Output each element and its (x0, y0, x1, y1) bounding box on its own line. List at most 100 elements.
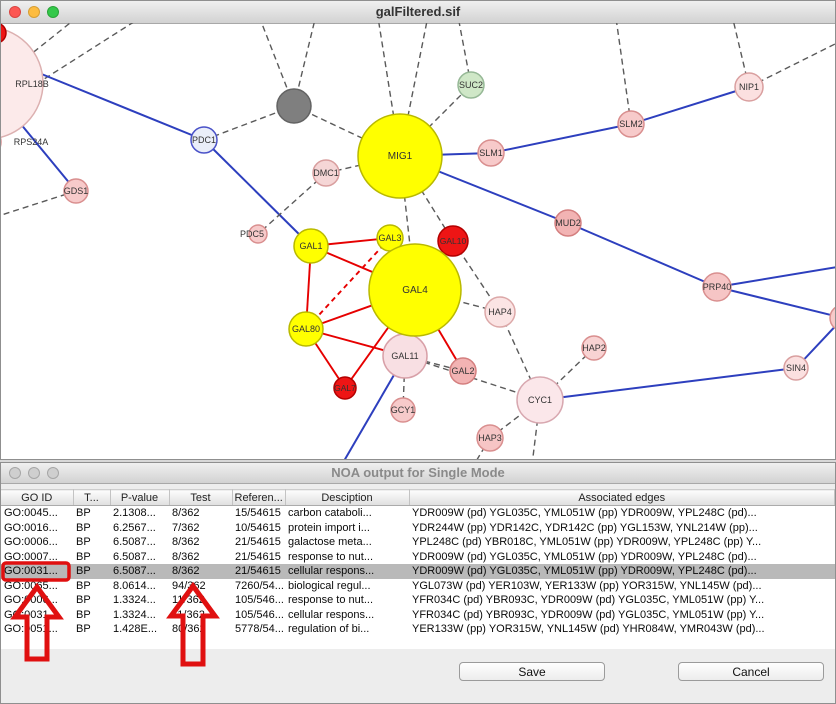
save-button[interactable]: Save (459, 662, 605, 681)
graph-node-gal80[interactable] (288, 311, 324, 347)
graph-node-suc2[interactable] (457, 71, 485, 99)
graph-node[interactable] (276, 88, 312, 124)
graph-node-pdc5[interactable] (248, 224, 268, 244)
graph-edge[interactable] (490, 123, 632, 154)
graph-edge[interactable] (257, 23, 295, 107)
table-cell: GO:0016... (4, 521, 58, 534)
graph-node-label: GAL11 (391, 351, 418, 361)
table-cell: 1.428E... (113, 623, 158, 635)
column-header[interactable]: Desciption (285, 489, 410, 506)
cancel-button[interactable]: Cancel (678, 662, 824, 681)
graph-node-sin4[interactable] (783, 355, 809, 381)
table-cell: YDR009W (pd) YGL035C, YML051W (pp) YDR00… (412, 550, 757, 563)
minimize-button[interactable] (28, 6, 40, 18)
graph-node-pdc1[interactable] (190, 126, 218, 154)
column-header[interactable]: Referen... (232, 489, 286, 506)
graph-edge[interactable] (399, 84, 472, 157)
table-cell: YER133W (pp) YOR315W, YNL145W (pd) YHR08… (412, 623, 765, 635)
noa-window-titlebar[interactable]: NOA output for Single Mode (1, 463, 835, 484)
table-cell: 21/54615 (235, 550, 281, 563)
graph-node[interactable] (829, 305, 835, 331)
graph-node-label: RPS24A (14, 137, 49, 147)
column-header[interactable]: Test (169, 489, 233, 506)
graph-node-gal7[interactable] (333, 376, 357, 400)
graph-edge[interactable] (40, 23, 151, 82)
graph-edge[interactable] (567, 222, 718, 288)
graph-node-gal4[interactable] (368, 243, 462, 337)
table-cell: 6.5087... (110, 564, 169, 579)
column-header[interactable]: P-value (110, 489, 170, 506)
graph-node-label: RPL18B (15, 79, 49, 89)
graph-node-cyc1[interactable] (516, 376, 564, 424)
graph-node-hap3[interactable] (476, 424, 504, 452)
graph-node-gal2[interactable] (449, 357, 477, 385)
graph-node-label: GAL3 (378, 233, 401, 243)
graph-edge[interactable] (293, 23, 317, 107)
graph-edge[interactable] (305, 237, 391, 330)
graph-node-slm1[interactable] (477, 139, 505, 167)
zoom-button[interactable] (47, 6, 59, 18)
table-cell: BP (76, 507, 91, 519)
graph-node-mig1[interactable] (357, 113, 443, 199)
table-cell: 6.5087... (113, 536, 156, 548)
graph-edge[interactable] (38, 72, 205, 141)
graph-node-hap4[interactable] (484, 296, 516, 328)
table-cell: BP (76, 594, 91, 606)
graph-node-hap2[interactable] (581, 335, 607, 361)
close-button[interactable] (9, 6, 21, 18)
graph-node-prp40[interactable] (702, 272, 732, 302)
graph-edge[interactable] (1, 190, 77, 219)
column-header[interactable]: Associated edges (409, 489, 835, 506)
graph-node-gds1[interactable] (63, 178, 89, 204)
graph-node-label: MIG1 (388, 151, 413, 162)
graph-node-dmc1[interactable] (312, 159, 340, 187)
graph-edge[interactable] (469, 437, 491, 459)
graph-node-label: PDC1 (192, 135, 216, 145)
graph-node-gal10[interactable] (437, 225, 469, 257)
graph-node-gal1[interactable] (293, 228, 329, 264)
zoom-button-inactive[interactable] (47, 467, 59, 479)
graph-edge[interactable] (630, 86, 750, 125)
graph-edge[interactable] (399, 155, 454, 242)
column-header[interactable]: T... (73, 489, 111, 506)
table-cell: 11/362 (172, 608, 205, 621)
graph-edge[interactable] (615, 23, 632, 125)
graph-node-rpl18b[interactable] (1, 27, 44, 139)
graph-node-label: HAP4 (488, 307, 512, 317)
graph-edge[interactable] (716, 286, 835, 318)
graph-node-mud2[interactable] (554, 209, 582, 237)
network-window-titlebar[interactable]: galFiltered.sif (1, 1, 835, 24)
column-header[interactable]: GO ID (1, 489, 74, 506)
table-cell: GO:0031... (4, 608, 58, 621)
graph-edge[interactable] (24, 23, 85, 60)
table-cell: 105/546... (235, 608, 284, 621)
table-cell: YDR009W (pd) YGL035C, YML051W (pp) YDR00… (412, 507, 757, 519)
close-button-inactive[interactable] (9, 467, 21, 479)
table-cell: regulation of bi... (288, 623, 370, 635)
graph-node-label: GAL7 (334, 383, 356, 393)
graph-node-nip1[interactable] (734, 72, 764, 102)
graph-node-slm2[interactable] (617, 110, 645, 138)
graph-edge[interactable] (716, 265, 835, 288)
graph-edge[interactable] (203, 139, 312, 247)
table-cell: BP (76, 608, 91, 621)
graph-edge[interactable] (748, 37, 835, 88)
graph-node-gcy1[interactable] (390, 397, 416, 423)
graph-edge[interactable] (539, 367, 797, 401)
graph-edge[interactable] (257, 172, 327, 235)
graph-node[interactable] (1, 23, 7, 43)
minimize-button-inactive[interactable] (28, 467, 40, 479)
